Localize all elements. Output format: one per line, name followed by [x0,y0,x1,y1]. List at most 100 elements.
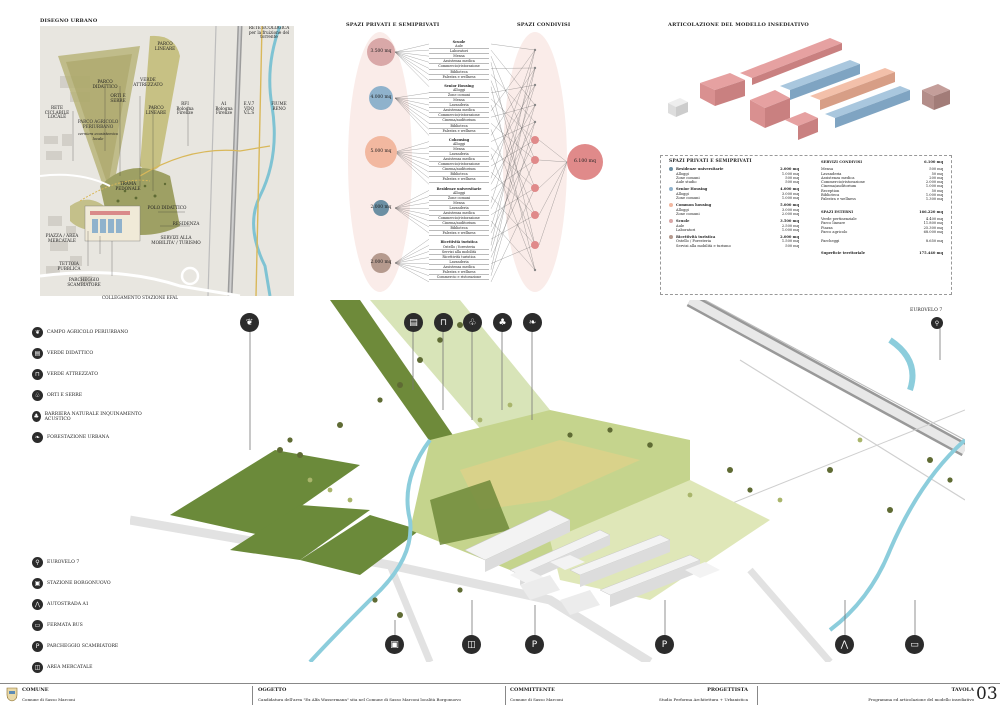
footer-tavola-title: TAVOLA [762,687,974,693]
private-group-dot [669,203,673,207]
bench-icon: ⊓ [440,318,447,328]
pin-verde-attrezzato[interactable]: ⊓ [434,313,453,332]
pin-parcheggio-1[interactable]: P [525,635,544,654]
bubble-value-4: 2.000 mq [367,260,395,265]
map-label-parco-lineare-2: PARCO LINEARE [144,106,168,115]
private-group-dot [669,187,673,191]
footer-divider [252,686,253,705]
program-item: Palestra e wellness [429,231,489,236]
train-icon: ▣ [32,578,43,589]
map-label-fiume-reno: FIUME RENO [268,102,290,111]
urban-map-drawing [40,26,294,296]
shared-table-total: 6.100 mq [924,160,943,164]
map-label-piazza: PIAZZA / AREA MERCATALE [42,234,82,243]
private-row-label: Laboratori [676,228,695,232]
private-row-label: Servizi alla mobilità e turismo [676,244,731,248]
private-spaces-table: SPAZI PRIVATI E SEMIPRIVATI Residenze un… [669,160,799,248]
legend-item: ▭FERMATA BUS [32,620,142,631]
pin-verde-didattico[interactable]: ▤ [404,313,423,332]
parking-label: Parcheggi [821,239,839,243]
parking-icon: P [662,640,667,650]
map-label-rete-ciclabile: RETE CICLABILE LOCALE [40,106,74,120]
map-label-parco-agricolo-sub: cerniera ecosistemica locale [78,132,118,141]
legend-label: STAZIONE BORGONUOVO [47,581,111,586]
parking-icon: P [32,641,43,652]
footer-comune: COMUNE Comune di Sasso Marconi [22,687,75,702]
parking-value: 8.650 mq [926,239,943,243]
private-row-label: Zone comuni [676,212,700,216]
map-label-ev7: E.V.7 VDO V.L.S [239,102,259,116]
area-table: SPAZI PRIVATI E SEMIPRIVATI Residenze un… [660,155,952,295]
legend-label: CAMPO AGRICOLO PERIURBANO [47,330,128,335]
legend-item: ▣ STAZIONE BORGONUOVO [32,578,142,589]
pin-parcheggio-2[interactable]: P [655,635,674,654]
map-label-rete-ecologica: RETE ECOLOGICA per la fruizione del torr… [248,26,290,40]
map-label-tettoia: TETTOIA PUBBLICA [54,262,84,271]
train-icon: ▣ [390,640,399,650]
shared-row-label: Palestra e wellness [821,197,856,201]
shared-table-header: SERVIZI CONDIVISI 6.100 mq [821,160,943,164]
bus-icon: ▭ [32,620,43,631]
ext-table-header: SPAZI ESTERNI 166.220 mq [821,210,943,214]
map-label-parco-lineare: PARCO LINEARE [150,42,180,51]
pin-eurovelo[interactable]: ⚲ [931,317,943,329]
legend-item: ❦ CAMPO AGRICOLO PERIURBANO [32,327,142,338]
legend-bottom: ⚲EUROVELO 7▣STAZIONE BORGONUOVO⋀AUTOSTRA… [32,557,142,683]
legend-label: VERDE ATTREZZATO [47,372,98,377]
title-block: COMUNE Comune di Sasso Marconi OGGETTO C… [0,683,1000,707]
legend-label: AUTOSTRADA A1 [47,602,89,607]
private-row-value: 1.000 mq [782,196,799,200]
ext-row-label: Parco agricolo [821,230,847,234]
bicycle-icon: ⚲ [935,320,939,327]
municipal-crest-icon [4,686,20,702]
map-label-residenza: RESIDENZA [166,222,206,227]
map-label-orti-serre: ORTI E SERRE [106,94,130,103]
footer-oggetto-value: Candidatura dell'area "Ex Alfa Wasserman… [258,697,461,702]
bubble-value-1: 4.000 mq [367,95,395,100]
pin-area-mercatale[interactable]: ◫ [462,635,481,654]
private-group-dot [669,167,673,171]
private-group-dot [669,235,673,239]
ext-row-value: 68.000 mq [924,230,943,234]
legend-label: FORESTAZIONE URBANA [47,435,109,440]
pin-barriera[interactable]: ♣ [493,313,512,332]
pin-fermata-bus[interactable]: ▭ [905,635,924,654]
bubble-value-3: 2.000 mq [367,205,395,210]
footer-tavola-value: Programma ed articolazione del modello i… [762,697,974,702]
section-title-urban: DISEGNO URBANO [40,18,97,24]
footer-tavola: TAVOLA Programma ed articolazione del mo… [762,687,974,702]
pin-autostrada[interactable]: ⋀ [835,635,854,654]
ext-table-total: 166.220 mq [919,210,943,214]
program-item: Commercio e ristorazione [429,275,489,280]
map-label-a1: A1 Bologna Firenze [212,102,236,116]
private-row: Laboratori 1.000 mq [669,228,799,232]
pin-forestazione[interactable]: ❧ [523,313,542,332]
pin-campo-agricolo[interactable]: ❦ [240,313,259,332]
wheat-icon: ❦ [32,327,43,338]
highway-icon: ⋀ [841,640,848,650]
footer-comune-title: COMUNE [22,687,75,693]
sheet-number: 03 [976,684,998,704]
surface-value: 175.440 mq [919,251,943,255]
pin-orti-serre[interactable]: ♧ [463,313,482,332]
footer-divider [757,686,758,705]
legend-item: ⊓VERDE ATTREZZATO [32,369,142,380]
private-row-value: 1.000 mq [782,228,799,232]
map-label-servizi-mobilita: SERVIZI ALLA MOBILITA' / TURISMO [148,236,204,245]
surface-label: Superficie territoriale [821,251,865,255]
pin-stazione[interactable]: ▣ [385,635,404,654]
legend-label: EUROVELO 7 [47,560,79,565]
section-title-private: SPAZI PRIVATI E SEMIPRIVATI [346,22,439,28]
